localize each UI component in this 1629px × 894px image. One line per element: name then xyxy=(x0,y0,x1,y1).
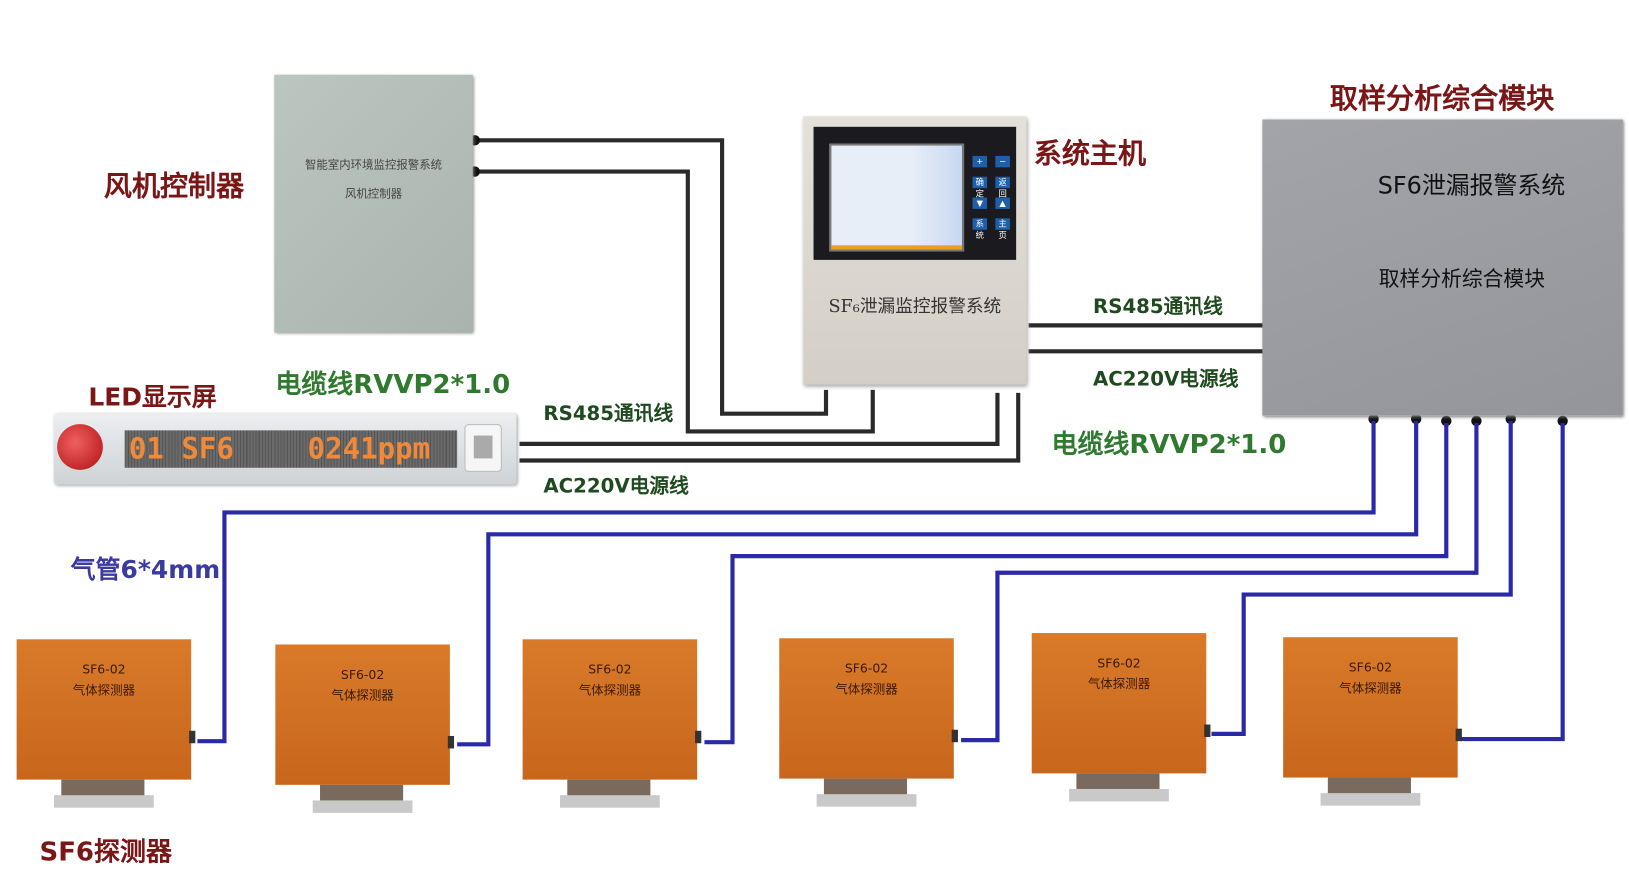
label-ac220-left: AC220V电源线 xyxy=(543,475,689,498)
air-tube-5 xyxy=(1211,420,1513,736)
led-rs485-cable xyxy=(519,392,1000,446)
detector-5: SF6-02 气体探测器 xyxy=(1031,633,1211,805)
detector-name: 气体探测器 xyxy=(835,681,898,697)
fan-cable-2 xyxy=(474,169,875,434)
label-air-tube: 气管6*4mm xyxy=(70,555,221,585)
key-down[interactable]: ▼ xyxy=(972,197,988,209)
detector-model: SF6-02 xyxy=(844,661,889,676)
label-rs485-right: RS485通讯线 xyxy=(1093,295,1223,319)
detector-4: SF6-02 气体探测器 xyxy=(779,638,958,810)
detector-model: SF6-02 xyxy=(82,662,126,677)
label-cable-right: 电缆线RVVP2*1.0 xyxy=(1051,429,1287,460)
detector-model: SF6-02 xyxy=(588,662,632,677)
detector-name: 气体探测器 xyxy=(578,682,642,698)
air-tube-2 xyxy=(457,420,1419,747)
detector-model: SF6-02 xyxy=(1097,655,1141,671)
host-unit: + − 确定 返回 ▼ ▲ 系统 主页 SF₆泄漏监控报警系统 xyxy=(803,116,1027,385)
air-tube-3 xyxy=(704,423,1449,745)
detector-model: SF6-02 xyxy=(340,667,385,682)
detector-2: SF6-02 气体探测器 xyxy=(275,644,455,816)
led-reading: 0241ppm xyxy=(307,431,431,466)
module-title: SF6泄漏报警系统 xyxy=(1377,172,1566,200)
key-confirm[interactable]: 确定 xyxy=(972,176,988,199)
module-subtitle: 取样分析综合模块 xyxy=(1378,266,1545,292)
host-name: SF₆泄漏监控报警系统 xyxy=(828,296,1002,318)
detector-name: 气体探测器 xyxy=(1087,676,1151,692)
label-host: 系统主机 xyxy=(1033,138,1147,171)
alarm-lamp-icon xyxy=(57,424,103,470)
label-ac220-right: AC220V电源线 xyxy=(1093,367,1239,391)
detector-6: SF6-02 气体探测器 xyxy=(1283,637,1462,809)
detector-name: 气体探测器 xyxy=(1339,680,1402,696)
led-matrix: 01 SF6 0241ppm xyxy=(124,430,458,468)
air-tube-6 xyxy=(1460,423,1565,742)
label-led-display: LED显示屏 xyxy=(88,382,217,412)
key-minus[interactable]: − xyxy=(995,155,1010,168)
key-home[interactable]: 主页 xyxy=(995,218,1010,240)
detector-name: 气体探测器 xyxy=(331,688,394,703)
key-plus[interactable]: + xyxy=(972,155,988,168)
label-cable-left: 电缆线RVVP2*1.0 xyxy=(275,369,511,400)
air-tube-1 xyxy=(197,420,1376,744)
key-up[interactable]: ▲ xyxy=(995,197,1010,209)
host-screen xyxy=(829,143,965,252)
host-panel: + − 确定 返回 ▼ ▲ 系统 主页 xyxy=(813,126,1017,260)
sampling-module-box: SF6泄漏报警系统 取样分析综合模块 xyxy=(1262,119,1623,416)
label-detector: SF6探测器 xyxy=(39,836,172,867)
air-tube-4 xyxy=(961,423,1479,743)
led-power-cable xyxy=(519,392,1021,463)
fan-cable-1 xyxy=(474,138,829,416)
led-display: 01 SF6 0241ppm xyxy=(54,413,517,485)
detector-model: SF6-02 xyxy=(1348,660,1393,675)
key-system[interactable]: 系统 xyxy=(972,218,988,240)
detector-3: SF6-02 气体探测器 xyxy=(522,639,702,811)
key-back[interactable]: 返回 xyxy=(995,176,1010,199)
detector-name: 气体探测器 xyxy=(72,682,136,698)
fan-controller-box: 智能室内环境监控报警系统 风机控制器 xyxy=(274,74,473,333)
fan-box-line2: 风机控制器 xyxy=(344,187,403,201)
label-fan-controller: 风机控制器 xyxy=(103,170,245,203)
label-sampling-module: 取样分析综合模块 xyxy=(1329,83,1555,116)
label-rs485-left: RS485通讯线 xyxy=(543,402,674,426)
led-channel: 01 SF6 xyxy=(128,431,234,466)
detector-1: SF6-02 气体探测器 xyxy=(16,639,196,811)
led-sensor-icon xyxy=(464,424,502,472)
fan-box-line1: 智能室内环境监控报警系统 xyxy=(304,158,443,172)
